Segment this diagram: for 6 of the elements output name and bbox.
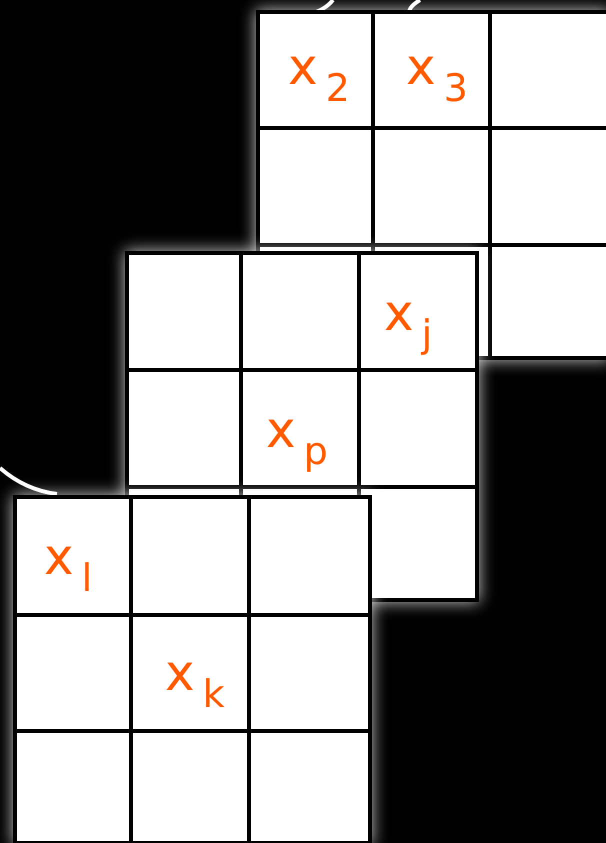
variable-label: x$_{k}$ [165,648,225,714]
variable-label: x$_{3}$ [406,42,468,108]
variable-label: x$_{2}$ [288,42,350,108]
variable-label: x$_{j}$ [384,288,432,354]
variable-label: x$_{p}$ [266,405,328,470]
variable-label: x$_{l}$ [44,532,92,598]
